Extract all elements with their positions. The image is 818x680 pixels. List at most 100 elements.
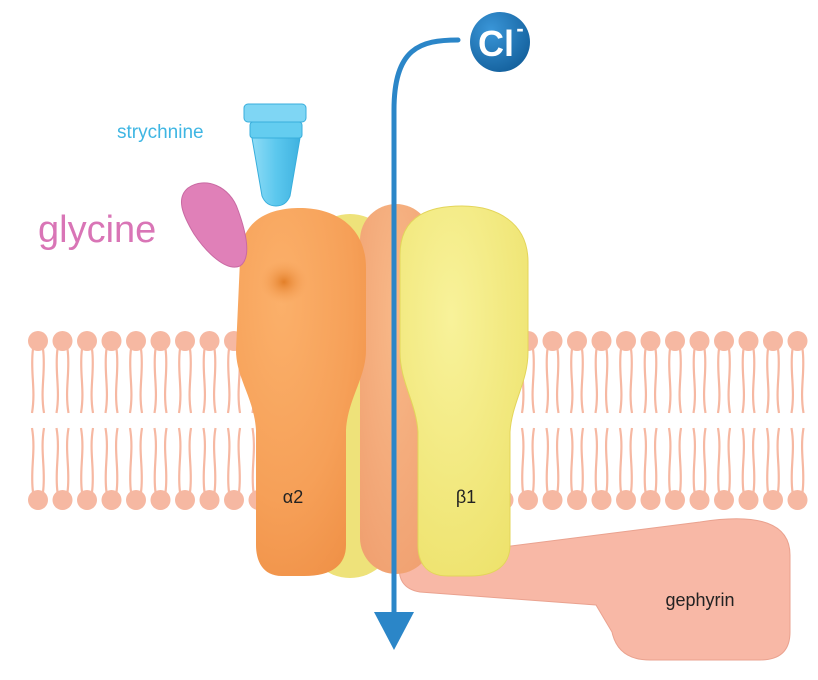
lipid-tail xyxy=(571,349,572,413)
lipid-tail xyxy=(155,428,156,492)
lipid-head xyxy=(665,490,685,510)
lipid-tail xyxy=(57,428,58,492)
lipid-tail xyxy=(32,349,33,413)
lipid-head xyxy=(102,331,122,351)
lipid-tail xyxy=(631,428,632,492)
lipid-head xyxy=(616,490,636,510)
beta1-subunit xyxy=(400,206,528,576)
lipid-tail xyxy=(57,349,58,413)
lipid-head xyxy=(200,490,220,510)
lipid-tail xyxy=(67,349,68,413)
lipid-tail xyxy=(743,349,744,413)
lipid-tail xyxy=(743,428,744,492)
lipid-head xyxy=(53,490,73,510)
lipid-tail xyxy=(557,349,558,413)
lipid-head xyxy=(175,331,195,351)
lipid-tail xyxy=(753,428,754,492)
lipid-tail xyxy=(204,428,205,492)
glycine-label: glycine xyxy=(38,209,156,251)
lipid-head xyxy=(714,331,734,351)
lipid-tail xyxy=(620,349,621,413)
lipid-tail xyxy=(582,428,583,492)
lipid-head xyxy=(763,331,783,351)
lipid-tail xyxy=(718,349,719,413)
lipid-tail xyxy=(204,349,205,413)
lipid-tail xyxy=(179,349,180,413)
lipid-head xyxy=(175,490,195,510)
lipid-tail xyxy=(67,428,68,492)
strychnine-label: strychnine xyxy=(117,122,204,143)
lipid-tail xyxy=(778,349,779,413)
lipid-tail xyxy=(645,349,646,413)
lipid-head xyxy=(224,490,244,510)
lipid-tail xyxy=(214,428,215,492)
lipid-tail xyxy=(778,428,779,492)
lipid-tail xyxy=(141,428,142,492)
lipid-head xyxy=(567,331,587,351)
lipid-tail xyxy=(239,428,240,492)
lipid-head xyxy=(102,490,122,510)
lipid-tail xyxy=(704,349,705,413)
lipid-head xyxy=(788,331,808,351)
lipid-head xyxy=(665,331,685,351)
lipid-tail xyxy=(165,428,166,492)
lipid-tail xyxy=(92,349,93,413)
chloride-ion: Cl - xyxy=(470,12,530,72)
lipid-tail xyxy=(729,428,730,492)
lipid-head xyxy=(53,331,73,351)
lipid-tail xyxy=(106,349,107,413)
lipid-tail xyxy=(106,428,107,492)
lipid-head xyxy=(200,331,220,351)
lipid-tail xyxy=(557,428,558,492)
lipid-tail xyxy=(596,349,597,413)
lipid-head xyxy=(28,331,48,351)
lipid-tail xyxy=(694,428,695,492)
lipid-head xyxy=(151,490,171,510)
lipid-tail xyxy=(694,349,695,413)
lipid-head xyxy=(77,331,97,351)
lipid-tail xyxy=(669,428,670,492)
lipid-tail xyxy=(43,349,44,413)
lipid-tail xyxy=(32,428,33,492)
lipid-tail xyxy=(655,428,656,492)
lipid-head xyxy=(543,490,563,510)
gephyrin-label: gephyrin xyxy=(665,590,734,610)
lipid-head xyxy=(616,331,636,351)
lipid-head xyxy=(690,331,710,351)
lipid-head xyxy=(77,490,97,510)
lipid-tail xyxy=(792,428,793,492)
lipid-tail xyxy=(228,428,229,492)
glycine-binding-pocket xyxy=(260,260,308,304)
lipid-head xyxy=(641,490,661,510)
ion-symbol: Cl xyxy=(478,23,514,64)
strychnine-molecule xyxy=(244,104,306,206)
lipid-tail xyxy=(190,349,191,413)
lipid-head xyxy=(592,490,612,510)
lipid-tail xyxy=(606,349,607,413)
lipid-tail xyxy=(767,349,768,413)
lipid-tail xyxy=(802,428,803,492)
lipid-tail xyxy=(729,349,730,413)
lipid-tail xyxy=(116,428,117,492)
lipid-head xyxy=(714,490,734,510)
arrow-head xyxy=(374,612,414,650)
lipid-tail xyxy=(571,428,572,492)
lipid-tail xyxy=(130,428,131,492)
lipid-tail xyxy=(606,428,607,492)
lipid-tail xyxy=(802,349,803,413)
lipid-tail xyxy=(81,428,82,492)
lipid-tail xyxy=(631,349,632,413)
lipid-tail xyxy=(253,428,254,492)
lipid-tail xyxy=(547,428,548,492)
lipid-tail xyxy=(753,349,754,413)
glycine-molecule xyxy=(181,183,246,267)
alpha2-label: α2 xyxy=(283,487,303,507)
lipid-head xyxy=(126,490,146,510)
lipid-head xyxy=(518,490,538,510)
lipid-tail xyxy=(792,349,793,413)
lipid-head xyxy=(151,331,171,351)
lipid-head xyxy=(543,331,563,351)
lipid-tail xyxy=(165,349,166,413)
